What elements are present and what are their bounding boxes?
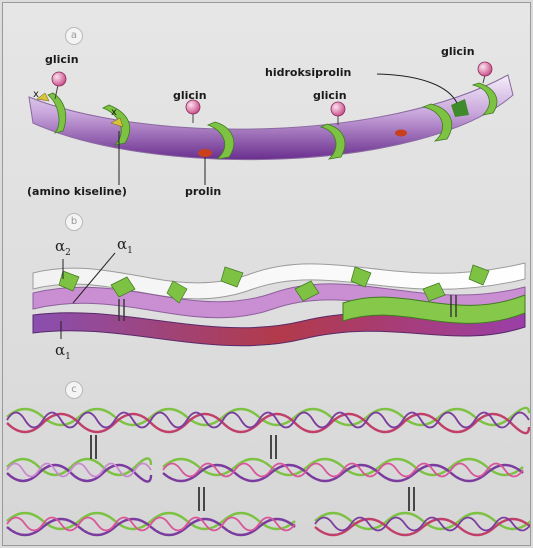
label-alpha-1-top: α1: [117, 235, 133, 256]
label-hidroksiprolin: hidroksiprolin: [265, 66, 351, 79]
label-glicin: glicin: [313, 89, 347, 102]
label-x: x: [111, 107, 117, 118]
label-x: x: [33, 89, 39, 100]
panel-letter-c: c: [65, 381, 83, 399]
label-alpha-2: α2: [55, 237, 71, 258]
label-glicin: glicin: [45, 53, 79, 66]
collagen-diagram: [3, 3, 530, 545]
label-amino-kiseline: (amino kiseline): [27, 185, 127, 198]
label-prolin: prolin: [185, 185, 221, 198]
panel-letter-b: b: [65, 213, 83, 231]
label-alpha-1-bottom: α1: [55, 341, 71, 362]
prolin-marker: [395, 130, 407, 137]
crosslinks-c: [91, 435, 414, 511]
label-glicin: glicin: [441, 45, 475, 58]
fibril-rows-c: [7, 408, 530, 535]
label-glicin: glicin: [173, 89, 207, 102]
prolin-marker: [198, 149, 212, 157]
triple-helix-b: [33, 263, 525, 346]
